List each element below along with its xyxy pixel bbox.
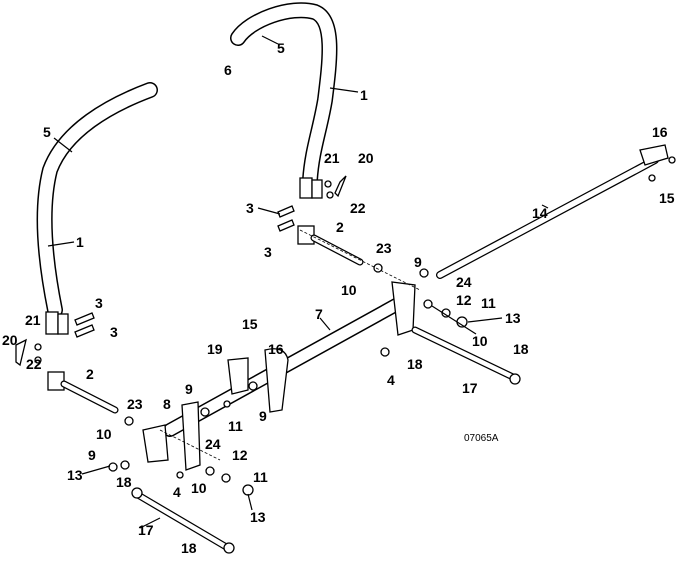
left-handle [36, 82, 158, 335]
leaders [47, 35, 549, 529]
callout: 3 [95, 295, 103, 311]
linkage-17 [131, 326, 521, 554]
callout: 16 [652, 124, 668, 140]
callout: 2 [336, 219, 344, 235]
callout: 8 [163, 396, 171, 412]
callout: 5 [277, 40, 285, 56]
callout: 17 [462, 380, 478, 396]
cross-shaft-7 [142, 281, 416, 471]
callout: 19 [207, 341, 223, 357]
drawing-code: 07065A [464, 433, 499, 444]
callout: 22 [350, 200, 366, 216]
callout: 3 [110, 324, 118, 340]
callout: 11 [481, 295, 496, 311]
callout-labels: 6 5 1 5 1 21 20 22 3 3 2 23 9 10 24 12 1… [2, 40, 675, 556]
callout: 15 [242, 316, 258, 332]
callout: 13 [67, 467, 83, 483]
callout: 1 [360, 87, 368, 103]
callout: 9 [88, 447, 96, 463]
callout: 11 [228, 418, 243, 434]
callout: 9 [414, 254, 422, 270]
callout: 21 [25, 312, 41, 328]
callout: 10 [341, 282, 357, 298]
callout: 20 [358, 150, 374, 166]
callout: 23 [127, 396, 143, 412]
callout: 4 [387, 372, 395, 388]
callout: 7 [315, 306, 323, 322]
callout: 15 [659, 190, 675, 206]
callout: 12 [456, 292, 472, 308]
right-handle [230, 2, 338, 199]
callout: 18 [513, 341, 529, 357]
callout: 11 [253, 469, 268, 485]
callout: 6 [224, 62, 232, 78]
callout: 24 [205, 436, 221, 452]
callout: 17 [138, 522, 154, 538]
callout: 10 [472, 333, 488, 349]
callout: 12 [232, 447, 248, 463]
callout: 1 [76, 234, 84, 250]
callout: 13 [505, 310, 521, 326]
callout: 18 [181, 540, 197, 556]
callout: 9 [185, 381, 193, 397]
callout: 16 [268, 341, 284, 357]
callout: 2 [86, 366, 94, 382]
callout: 21 [324, 150, 340, 166]
callout: 18 [407, 356, 423, 372]
callout: 22 [26, 356, 42, 372]
callout: 18 [116, 474, 132, 490]
callout: 14 [532, 205, 548, 221]
callout: 3 [264, 244, 272, 260]
callout: 4 [173, 484, 181, 500]
callout: 23 [376, 240, 392, 256]
callout: 24 [456, 274, 472, 290]
callout: 10 [96, 426, 112, 442]
callout: 10 [191, 480, 207, 496]
callout: 13 [250, 509, 266, 525]
callout: 20 [2, 332, 18, 348]
shaft-2 [47, 225, 364, 414]
rod-14 [436, 144, 669, 279]
hardware [15, 156, 676, 496]
callout: 5 [43, 124, 51, 140]
callout: 3 [246, 200, 254, 216]
callout: 9 [259, 408, 267, 424]
